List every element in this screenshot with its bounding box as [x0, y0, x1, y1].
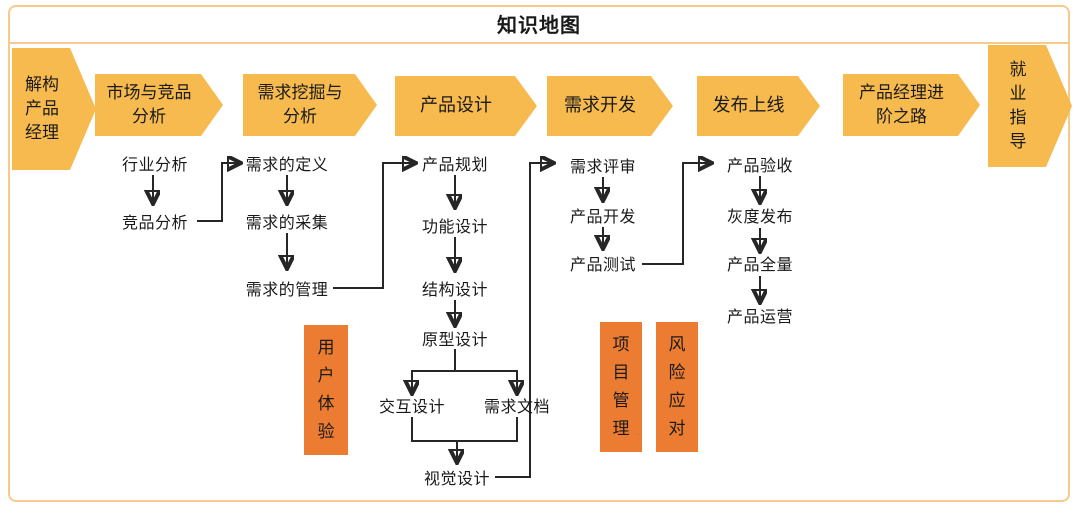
- step-product-development: 产品开发: [569, 209, 637, 226]
- step-product-testing: 产品测试: [569, 257, 637, 274]
- stage-label: 产品设计: [420, 95, 492, 116]
- stage-label: 发布上线: [712, 95, 785, 116]
- arrow-competitor-to-reqdef: [197, 163, 238, 222]
- sidebox-label: 项目管理: [612, 334, 630, 439]
- stage-chevron-product-design: 产品设计: [395, 76, 537, 136]
- stage-label: 市场与竞品分析: [106, 83, 192, 126]
- step-full-release: 产品全量: [726, 257, 794, 274]
- stage-label: 需求挖掘与分析: [257, 83, 343, 126]
- stage-chevron-requirement-development: 需求开发: [547, 76, 673, 136]
- page-title: 知识地图: [497, 15, 581, 37]
- step-product-operation: 产品运营: [726, 309, 794, 326]
- stage-chevron-market-analysis: 市场与竞品分析: [95, 74, 223, 136]
- step-function-design: 功能设计: [421, 219, 489, 236]
- step-requirement-definition: 需求的定义: [245, 157, 329, 174]
- step-requirement-collection: 需求的采集: [245, 215, 329, 232]
- stage-label: 解构产品经理: [25, 75, 59, 142]
- frame-border: [8, 5, 1070, 502]
- arrow-test-to-acceptance: [642, 163, 709, 265]
- sidebox-label: 用户体验: [317, 337, 335, 442]
- stage-chevron-release-launch: 发布上线: [697, 76, 820, 136]
- sidebox-label: 风险应对: [668, 334, 686, 439]
- step-prototype-design: 原型设计: [421, 332, 489, 349]
- stage-label: 就业指导: [1009, 60, 1027, 151]
- step-interaction-design: 交互设计: [378, 399, 446, 416]
- step-requirement-management: 需求的管理: [245, 282, 329, 299]
- sidebox-user-experience: 用户体验: [304, 325, 348, 455]
- step-requirement-review: 需求评审: [569, 159, 637, 176]
- sidebox-project-management: 项目管理: [600, 322, 642, 452]
- arrow-reqmanage-to-planning: [333, 163, 413, 289]
- step-product-acceptance: 产品验收: [726, 158, 794, 175]
- arrow-visual-to-reqreview: [495, 163, 551, 478]
- stage-chevron-pm-advancement: 产品经理进阶之路: [843, 74, 980, 136]
- step-visual-design: 视觉设计: [423, 471, 491, 488]
- stage-chevron-requirement-mining: 需求挖掘与分析: [243, 74, 377, 136]
- title-bar: 知识地图: [8, 5, 1070, 44]
- step-structure-design: 结构设计: [421, 282, 489, 299]
- step-gray-release: 灰度发布: [726, 209, 794, 226]
- step-competitor-analysis: 竞品分析: [121, 215, 189, 232]
- stage-label: 需求开发: [564, 95, 636, 116]
- stage-label: 产品经理进阶之路: [859, 83, 944, 126]
- step-requirement-document: 需求文档: [483, 399, 551, 416]
- step-product-planning: 产品规划: [421, 157, 489, 174]
- sidebox-risk-response: 风险应对: [656, 322, 698, 452]
- step-industry-analysis: 行业分析: [121, 157, 189, 174]
